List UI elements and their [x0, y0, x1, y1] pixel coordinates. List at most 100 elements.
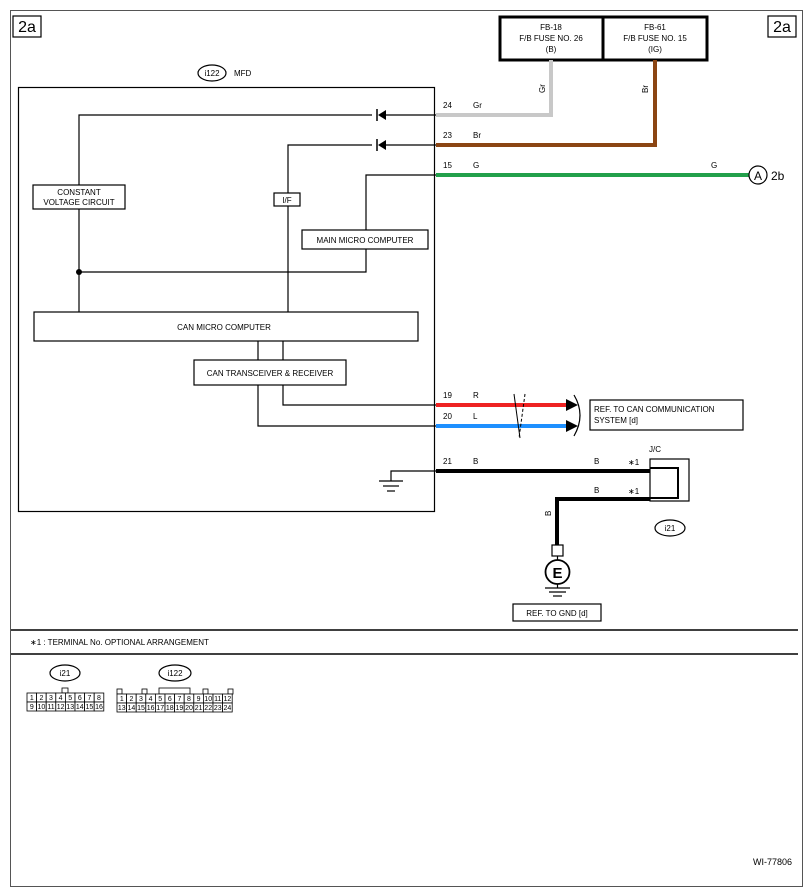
can-micro-label: CAN MICRO COMPUTER: [177, 323, 271, 332]
constant-voltage-line2: VOLTAGE CIRCUIT: [43, 198, 114, 207]
pin-number: 6: [78, 695, 82, 702]
fuse-2-id: FB-61: [644, 23, 666, 32]
connector-view-i21-label: i21: [60, 669, 71, 678]
can-bracket: [573, 394, 581, 437]
wire-20-pin: 20: [443, 412, 452, 421]
gnd-ref-label: REF. TO GND [d]: [526, 609, 588, 618]
pin-number: 2: [129, 696, 133, 703]
pin-number: 14: [128, 705, 136, 712]
fuse-2-circuit: (IG): [648, 45, 662, 54]
can-ref-box: REF. TO CAN COMMUNICATION SYSTEM [d]: [589, 399, 744, 431]
pin-number: 4: [59, 695, 63, 702]
twisted-pair-mark: [513, 393, 526, 439]
wire-pin-23: 23 Br Br: [436, 60, 657, 147]
mfd-unit: i122 MFD: [17, 64, 436, 513]
interface-block: I/F: [273, 192, 301, 207]
ground-point-e: E: [544, 544, 571, 597]
pin-number: 11: [47, 704, 54, 711]
wire-21-far-label: B: [594, 457, 599, 466]
pin-number: 15: [137, 705, 145, 712]
diode-pin-24: [376, 109, 436, 121]
interface-label: I/F: [282, 196, 291, 205]
diode-pin-23: [376, 139, 436, 151]
jc-connector-id: i21: [665, 524, 676, 533]
pin-number: 15: [86, 704, 94, 711]
can-micro-computer: CAN MICRO COMPUTER: [33, 311, 419, 342]
jc-star-mark-1: ∗1: [628, 458, 640, 467]
main-micro-computer: MAIN MICRO COMPUTER: [301, 229, 429, 250]
pin-number: 6: [168, 696, 172, 703]
connector-a-letter: A: [754, 169, 762, 183]
can-transceiver-label: CAN TRANSCEIVER & RECEIVER: [207, 369, 334, 378]
connector-a-ref: 2b: [771, 169, 785, 183]
wire-23-color: Br: [473, 131, 481, 140]
pin-number: 1: [30, 695, 34, 702]
pin-number: 22: [204, 705, 212, 712]
wire-19-pin: 19: [443, 391, 452, 400]
wire-pin-21: 21 B B ∗1: [436, 457, 650, 473]
joint-connector: J/C i21: [649, 445, 690, 537]
fuse-box: FB-18 F/B FUSE NO. 26 (B) FB-61 F/B FUSE…: [498, 15, 709, 62]
wire-19-color: R: [473, 391, 479, 400]
pin-number: 1: [120, 696, 124, 703]
pin-number: 13: [118, 705, 126, 712]
wire-pin-24: 24 Gr Gr: [436, 60, 553, 117]
can-ref-line1: REF. TO CAN COMMUNICATION: [594, 405, 715, 414]
pin-number: 7: [177, 696, 181, 703]
wire-pin-19: 19 R: [436, 391, 578, 411]
pin-number: 3: [139, 696, 143, 703]
fuse-1-circuit: (B): [546, 45, 557, 54]
pin-cell: [93, 701, 105, 712]
pin-number: 8: [187, 696, 191, 703]
pin-number: 21: [195, 705, 203, 712]
pin-number: 9: [197, 696, 201, 703]
wire-15-color: G: [473, 161, 479, 170]
connector-view-i122-label: i122: [167, 669, 183, 678]
wire-pin-20: 20 L: [436, 412, 578, 432]
pin-number: 8: [97, 695, 101, 702]
pin-number: 2: [39, 695, 43, 702]
constant-voltage-circuit: CONSTANT VOLTAGE CIRCUIT: [32, 184, 126, 210]
section-tag-right-text: 2a: [773, 19, 791, 36]
ground-letter: E: [552, 565, 562, 582]
jc-connector-badge: [654, 519, 686, 537]
wire-24-color: Gr: [473, 101, 482, 110]
pin-number: 19: [176, 705, 184, 712]
mfd-internal-wiring: [76, 114, 436, 427]
section-tag-right: 2a: [767, 15, 797, 38]
connector-a: A 2b: [748, 165, 785, 185]
pin-number: 16: [147, 705, 155, 712]
jc-star-mark-2: ∗1: [628, 487, 640, 496]
jc-riser-label: B: [544, 511, 553, 516]
pin-number: 20: [185, 705, 193, 712]
pin-number: 11: [214, 696, 221, 703]
wire-23-pin: 23: [443, 131, 452, 140]
constant-voltage-line1: CONSTANT: [57, 188, 101, 197]
internal-ground: [379, 470, 436, 492]
section-tag-left: 2a: [12, 15, 42, 38]
jc-name: J/C: [649, 445, 661, 454]
pin-number: 24: [224, 705, 232, 712]
pin-number: 10: [38, 704, 46, 711]
main-micro-label: MAIN MICRO COMPUTER: [317, 236, 414, 245]
pin-number: 13: [66, 704, 74, 711]
pin-number: 7: [87, 695, 91, 702]
pin-number: 23: [214, 705, 222, 712]
fuse-2-name: F/B FUSE NO. 15: [623, 34, 687, 43]
pin-number: 12: [224, 696, 232, 703]
mfd-name: MFD: [234, 69, 252, 78]
pin-number: 16: [95, 704, 103, 711]
pin-number: 10: [204, 696, 212, 703]
pin-number: 17: [156, 705, 164, 712]
wire-20-color: L: [473, 412, 478, 421]
wire-jc-to-ground: B ∗1 B: [544, 486, 650, 545]
fuse-1-name: F/B FUSE NO. 26: [519, 34, 583, 43]
pin-number: 5: [68, 695, 72, 702]
footnote-text: ∗1 : TERMINAL No. OPTIONAL ARRANGEMENT: [30, 638, 209, 647]
pin-number: 3: [49, 695, 53, 702]
